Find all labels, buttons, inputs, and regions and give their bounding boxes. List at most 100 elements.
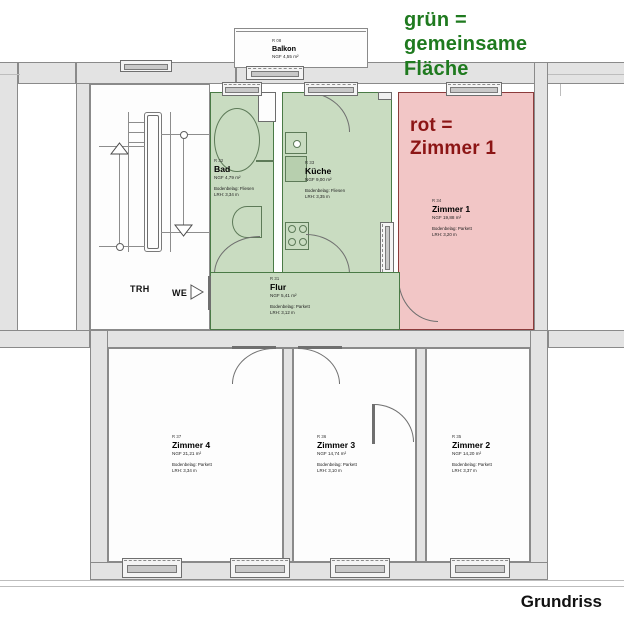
- window-opening-dash: [381, 224, 383, 272]
- window-zimmer2-bottom: [450, 558, 510, 578]
- zimmer3-door-leaf: [298, 346, 342, 349]
- room-label-bad: R 32 Bad NGF 4,79 m² Bodenbelag: Fliesen…: [214, 158, 254, 197]
- legend-green-line-2: gemeinsame: [404, 33, 528, 56]
- legend-green-annotation: grün = gemeinsame Fläche: [404, 8, 527, 81]
- window-glass: [450, 86, 498, 93]
- room-id-zimmer-2: R 35: [452, 434, 462, 439]
- window-opening-dash: [332, 560, 388, 562]
- unit-entry-tag: WE: [172, 288, 188, 298]
- wall-top-left-stub: [18, 62, 76, 84]
- room-name-flur: Flur: [270, 281, 287, 292]
- room-lrh-zimmer-3: LRH: 3,10 m: [317, 467, 342, 473]
- window-zimmer4-bottom-left: [122, 558, 182, 578]
- room-lrh-zimmer-1: LRH: 3,20 m: [432, 231, 457, 237]
- legend-red-line-1: rot =: [410, 115, 453, 136]
- unit-entry-arrow-icon: [190, 284, 204, 300]
- room-lrh-zimmer-2: LRH: 3,37 m: [452, 467, 477, 473]
- window-opening-dash: [248, 67, 302, 69]
- wall-bottom-left-outer: [0, 330, 90, 348]
- stove-burner-3-icon: [288, 238, 296, 246]
- stair-arrow-up-head: [110, 142, 129, 155]
- stair-arrow-down-shaft: [183, 134, 184, 232]
- stairwell-tag: TRH: [130, 284, 150, 294]
- room-finish-kueche: Bodenbelag: Fliesen: [305, 188, 346, 194]
- legend-green-line-3: Fläche: [404, 57, 469, 80]
- room-label-zimmer-2: R 35 Zimmer 2 NGF 14,20 m² Bodenbelag: P…: [452, 434, 492, 473]
- stair-tread-1: [128, 122, 144, 123]
- wall-partition-z3-z2: [416, 348, 426, 562]
- room-id-bad: R 32: [214, 158, 224, 163]
- legend-green-line-1: grün =: [404, 9, 467, 31]
- kitchen-counter-icon: [285, 156, 307, 182]
- room-ngf-flur: NGF 5,41 m²: [270, 293, 297, 299]
- room-name-zimmer-4: Zimmer 4: [172, 439, 211, 450]
- room-lrh-kueche: LRH: 3,35 m: [305, 193, 330, 199]
- room-name-zimmer-1: Zimmer 1: [432, 203, 471, 214]
- balkon-rail-line: [236, 31, 366, 32]
- window-opening-dash: [223, 83, 261, 85]
- window-zimmer1-top: [446, 82, 502, 96]
- room-finish-flur: Bodenbelag: Parkett: [270, 304, 310, 310]
- wall-lower-left-vertical: [90, 330, 108, 580]
- window-glass: [384, 226, 390, 270]
- window-glass: [250, 70, 300, 77]
- legend-red-annotation: rot = Zimmer 1: [410, 114, 496, 160]
- room-finish-zimmer-2: Bodenbelag: Parkett: [452, 462, 492, 468]
- window-opening-dash: [232, 560, 288, 562]
- room-finish-zimmer-4: Bodenbelag: Parkett: [172, 462, 212, 468]
- stair-arrow-up-shaft: [119, 152, 120, 246]
- room-name-balkon: Balkon: [272, 43, 296, 53]
- window-glass: [334, 564, 386, 573]
- stair-run: [144, 112, 162, 252]
- window-glass: [454, 564, 506, 573]
- room-lrh-flur: LRH: 3,12 m: [270, 309, 295, 315]
- window-stairwell-top: [120, 60, 172, 72]
- room-name-zimmer-2: Zimmer 2: [452, 439, 491, 450]
- window-bad-top: [222, 82, 262, 96]
- room-flur: [210, 272, 400, 330]
- window-opening-dash: [306, 83, 356, 85]
- wall-bottom-outer: [90, 562, 548, 580]
- stair-run-inner: [147, 115, 159, 249]
- room-id-balkon: R 08: [272, 38, 282, 43]
- room-label-kueche: R 33 Küche NGF 9,00 m² Bodenbelag: Flies…: [305, 160, 345, 199]
- stairwell-area: [90, 84, 210, 330]
- window-opening-dash: [124, 560, 180, 562]
- room-ngf-zimmer-1: NGF 19,88 m²: [432, 215, 462, 221]
- zimmer2-door-leaf: [372, 404, 375, 444]
- window-glass: [234, 564, 286, 573]
- room-label-zimmer-1: R 34 Zimmer 1 NGF 19,88 m² Bodenbelag: P…: [432, 198, 472, 237]
- stair-tread-2: [128, 132, 144, 133]
- window-glass: [126, 564, 178, 573]
- room-ngf-bad: NGF 4,79 m²: [214, 175, 241, 181]
- window-glass: [308, 86, 354, 93]
- room-lrh-zimmer-4: LRH: 3,34 m: [172, 467, 197, 473]
- room-id-zimmer-4: R 37: [172, 434, 182, 439]
- window-opening-dash: [448, 83, 500, 85]
- room-ngf-zimmer-2: NGF 14,20 m²: [452, 451, 482, 457]
- room-lrh-bad: LRH: 3,34 m: [214, 191, 239, 197]
- window-opening-dash: [452, 560, 508, 562]
- room-ngf-zimmer-4: NGF 21,21 m²: [172, 451, 202, 457]
- room-finish-zimmer-3: Bodenbelag: Parkett: [317, 462, 357, 468]
- room-finish-bad: Bodenbelag: Fliesen: [214, 186, 255, 192]
- room-balkon: [234, 28, 368, 68]
- wall-right-outer-bottomstub: [548, 330, 624, 348]
- stove-burner-1-icon: [288, 225, 296, 233]
- context-line-bottom2: [0, 580, 624, 581]
- window-glass: [225, 86, 259, 93]
- room-id-zimmer-1: R 34: [432, 198, 442, 203]
- kueche-window-niche-right: [378, 92, 392, 100]
- context-line-left: [0, 74, 20, 75]
- window-kueche-right: [380, 222, 394, 274]
- kitchen-sink-icon: [285, 132, 307, 154]
- bad-niche: [258, 92, 276, 122]
- room-label-zimmer-3: R 36 Zimmer 3 NGF 14,74 m² Bodenbelag: P…: [317, 434, 357, 473]
- context-line-right: [560, 84, 561, 96]
- room-label-balkon: R 08 Balkon NGF 4,55 m²: [272, 38, 299, 59]
- wall-right-vertical: [534, 62, 548, 348]
- room-ngf-balkon: NGF 4,55 m²: [272, 53, 299, 59]
- room-zimmer-2: [426, 348, 530, 562]
- room-name-kueche: Küche: [305, 165, 332, 176]
